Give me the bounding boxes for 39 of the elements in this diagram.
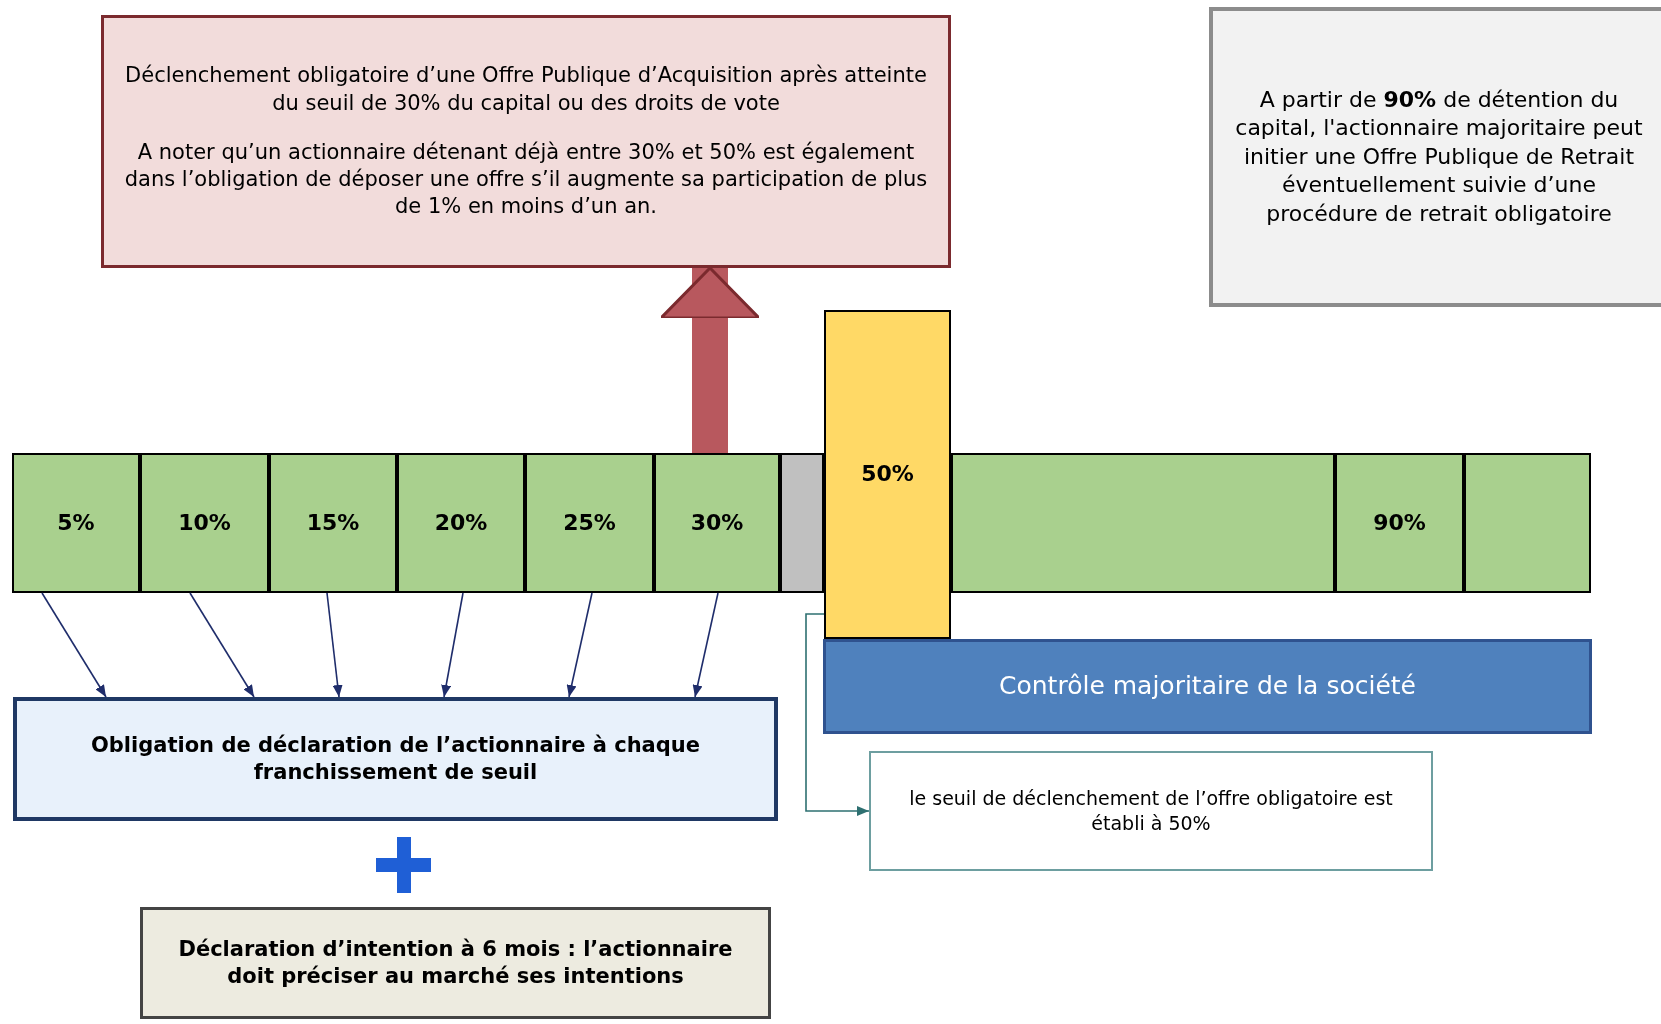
- empty-cell: [1464, 453, 1591, 593]
- percent-label: 30%: [690, 508, 744, 537]
- percent-label: 50%: [861, 460, 914, 489]
- arrow: [805, 613, 870, 816]
- info-box: [140, 907, 771, 1019]
- banner-box: [823, 639, 1592, 734]
- threshold-cell: [824, 310, 951, 639]
- info-box: [13, 697, 778, 821]
- info-box: [101, 15, 951, 268]
- percent-label: 10%: [178, 508, 231, 537]
- threshold-cell: [397, 453, 525, 593]
- banner-text: Contrôle majoritaire de la société: [999, 670, 1416, 703]
- threshold-cell: [525, 453, 654, 593]
- percent-label: 25%: [563, 508, 616, 537]
- percent-label: 15%: [306, 508, 360, 537]
- block-arrow: [659, 266, 761, 453]
- threshold-cell: [12, 453, 140, 593]
- info-text: Déclenchement obligatoire d’une Offre Publique d’Acquisition après atteinte du seuil de 30% du capital ou des droits de vote: [124, 62, 928, 117]
- info-text: A noter qu’un actionnaire détenant déjà entre 30% et 50% est également dans l’obligation de déposer une offre s’il augmente sa participation de plus de 1% en moins d’un an.: [123, 138, 929, 221]
- threshold-cell: [1335, 453, 1464, 593]
- threshold-cell: [654, 453, 780, 593]
- percent-label: 5%: [57, 508, 95, 537]
- percent-label: 20%: [434, 508, 488, 537]
- empty-cell: [780, 453, 824, 593]
- note-box: [869, 751, 1433, 871]
- arrow: [41, 592, 107, 698]
- arrow: [189, 592, 255, 698]
- info-text: A partir de 90% de détention du capital, l'actionnaire majoritaire peut initier une Offre Publique de Retrait éventuellement suivie d’une procédure de retrait obligatoire: [1234, 85, 1644, 228]
- threshold-cell: [140, 453, 269, 593]
- arrow: [566, 592, 593, 698]
- note-text: le seuil de déclenchement de l’offre obligatoire est établi à 50%: [908, 786, 1394, 836]
- arrow: [326, 592, 343, 698]
- info-text: Déclaration d’intention à 6 mois : l’actionnaire doit préciser au marché ses intentions: [177, 935, 734, 990]
- info-box: [1209, 7, 1661, 307]
- threshold-cell: [269, 453, 397, 593]
- arrow: [692, 592, 719, 698]
- info-text: Obligation de déclaration de l’actionnaire à chaque franchissement de seuil: [89, 731, 701, 786]
- arrow: [441, 592, 464, 698]
- percent-label: 90%: [1373, 508, 1426, 537]
